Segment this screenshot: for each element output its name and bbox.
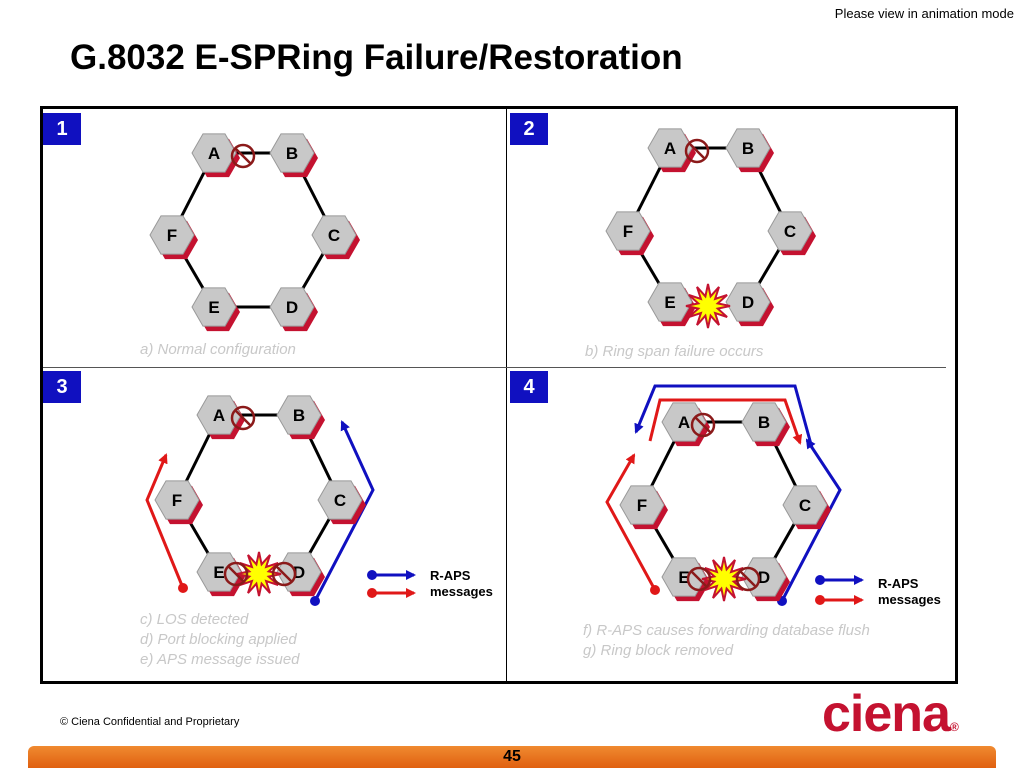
node-d: D xyxy=(741,557,790,602)
node-e: E xyxy=(647,282,696,327)
svg-text:C: C xyxy=(784,222,796,241)
node-a: A xyxy=(191,133,240,178)
port-block-icon xyxy=(690,412,716,438)
legend-line: R-APS xyxy=(878,576,919,591)
panel-3-legend-label: R-APS messages xyxy=(430,568,493,600)
node-a: A xyxy=(196,395,245,440)
panel-4-legend-label: R-APS messages xyxy=(878,576,941,608)
port-block-icon xyxy=(684,138,710,164)
node-d: D xyxy=(269,287,318,332)
svg-text:B: B xyxy=(758,413,770,432)
svg-text:E: E xyxy=(678,568,689,587)
ring-4: A B C D E F xyxy=(619,402,831,602)
caption-line: a) Normal configuration xyxy=(140,341,296,358)
node-f: F xyxy=(619,485,668,530)
svg-text:F: F xyxy=(167,226,177,245)
port-block-icon xyxy=(230,143,256,169)
node-f: F xyxy=(149,215,198,260)
panel-grid xyxy=(40,106,958,684)
svg-text:B: B xyxy=(293,406,305,425)
panel-3-badge: 3 xyxy=(43,371,81,403)
panel-4-caption: f) R-APS causes forwarding database flus… xyxy=(583,621,870,661)
svg-text:A: A xyxy=(678,413,690,432)
node-f: F xyxy=(605,211,654,256)
failure-burst-icon xyxy=(685,283,731,329)
svg-text:F: F xyxy=(623,222,633,241)
node-e: E xyxy=(191,287,240,332)
grid-horizontal-divider xyxy=(43,367,946,368)
port-block-icon xyxy=(230,405,256,431)
panel-4-legend-arrows xyxy=(815,575,864,605)
node-f: F xyxy=(154,480,203,525)
node-b: B xyxy=(269,133,318,178)
svg-text:B: B xyxy=(742,139,754,158)
panel-3-caption: c) LOS detected d) Port blocking applied… xyxy=(140,610,300,670)
node-c: C xyxy=(782,485,831,530)
svg-text:E: E xyxy=(213,563,224,582)
port-block-icon xyxy=(686,566,712,592)
copyright-notice: © Ciena Confidential and Proprietary xyxy=(60,716,240,728)
caption-line: g) Ring block removed xyxy=(583,642,734,659)
caption-line: c) LOS detected xyxy=(140,611,249,628)
panel-1-badge: 1 xyxy=(43,113,81,145)
node-b: B xyxy=(741,402,790,447)
svg-text:F: F xyxy=(172,491,182,510)
svg-text:A: A xyxy=(208,144,220,163)
node-b: B xyxy=(725,128,774,173)
svg-text:E: E xyxy=(664,293,675,312)
ring-2: A B C D E F xyxy=(605,128,816,327)
node-c: C xyxy=(767,211,816,256)
panel-1-caption: a) Normal configuration xyxy=(140,340,296,360)
svg-text:A: A xyxy=(664,139,676,158)
ring-3: A B C D E F xyxy=(154,395,366,597)
logo-text: ciena xyxy=(822,685,951,743)
node-d: D xyxy=(725,282,774,327)
legend-line: messages xyxy=(878,592,941,607)
port-block-icon xyxy=(735,566,761,592)
port-block-icon xyxy=(271,561,297,587)
caption-line: d) Port blocking applied xyxy=(140,631,297,648)
panel-4-badge: 4 xyxy=(510,371,548,403)
page-number: 45 xyxy=(503,748,521,765)
svg-text:C: C xyxy=(328,226,340,245)
footer-bar: 45 xyxy=(28,746,996,768)
panel-4-red-aps-arrow xyxy=(605,398,803,595)
ring-1: A B C D E F xyxy=(149,133,360,332)
failure-burst-icon xyxy=(236,551,282,597)
node-b: B xyxy=(276,395,325,440)
legend-line: R-APS xyxy=(430,568,471,583)
failure-burst-icon xyxy=(701,556,747,602)
node-e: E xyxy=(196,552,245,597)
node-c: C xyxy=(317,480,366,525)
svg-text:E: E xyxy=(208,298,219,317)
svg-text:D: D xyxy=(758,568,770,587)
svg-text:D: D xyxy=(742,293,754,312)
svg-text:D: D xyxy=(293,563,305,582)
svg-text:B: B xyxy=(286,144,298,163)
grid-vertical-divider xyxy=(506,106,507,684)
caption-line: e) APS message issued xyxy=(140,651,300,668)
legend-line: messages xyxy=(430,584,493,599)
panel-3-blue-aps-arrow xyxy=(310,420,375,606)
svg-text:F: F xyxy=(637,496,647,515)
caption-line: f) R-APS causes forwarding database flus… xyxy=(583,622,870,639)
panel-3-red-aps-arrow xyxy=(145,453,188,593)
svg-text:C: C xyxy=(799,496,811,515)
svg-text:A: A xyxy=(213,406,225,425)
panel-2-badge: 2 xyxy=(510,113,548,145)
animation-mode-note: Please view in animation mode xyxy=(834,6,1014,21)
node-c: C xyxy=(311,215,360,260)
port-block-icon xyxy=(223,561,249,587)
panel-2-caption: b) Ring span failure occurs xyxy=(585,342,763,362)
ciena-logo: ciena® xyxy=(822,685,959,743)
node-a: A xyxy=(647,128,696,173)
page-title: G.8032 E-SPRing Failure/Restoration xyxy=(70,38,683,77)
svg-text:C: C xyxy=(334,491,346,510)
panel-3-legend-arrows xyxy=(367,570,416,598)
svg-text:D: D xyxy=(286,298,298,317)
caption-line: b) Ring span failure occurs xyxy=(585,343,764,360)
